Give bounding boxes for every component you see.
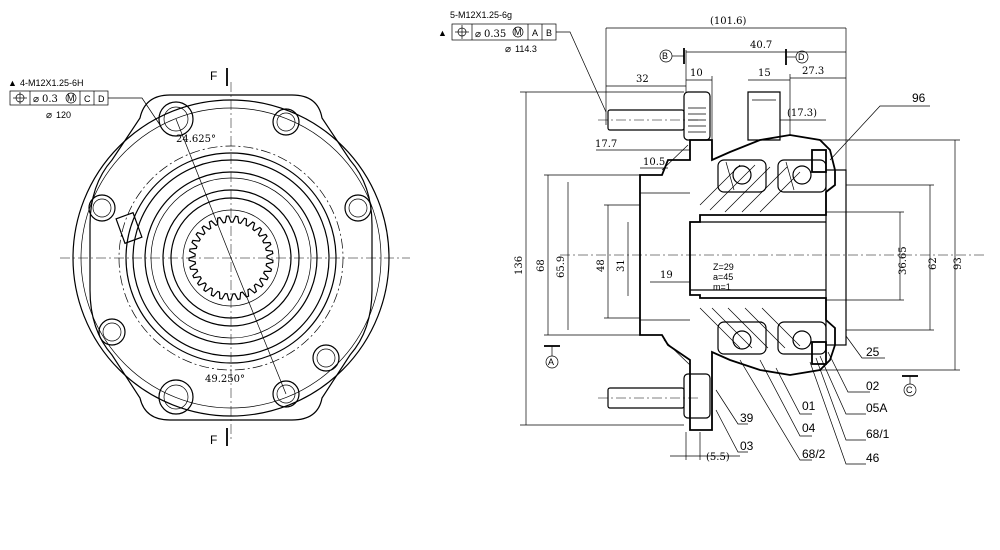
sv-fcf-mod: M	[514, 27, 522, 37]
section-label-bottom: F	[210, 433, 217, 447]
bore-inner-circle	[182, 209, 280, 307]
dim-19: 19	[660, 270, 673, 281]
fv-fcf-datum1: C	[84, 94, 91, 104]
part-05a: 05A	[866, 401, 887, 415]
flange-chamfer-circle	[80, 107, 382, 409]
part-25: 25	[866, 345, 880, 359]
sv-triangle-icon: ▲	[438, 28, 447, 38]
sv-pcd: 114.3	[515, 44, 537, 54]
section-label-top: F	[210, 69, 217, 83]
part-39: 39	[740, 411, 754, 425]
section-view: Z=29 a=45 m=1 (101.6) 40.7 32 10 15 27.3…	[438, 10, 985, 465]
wheel-stud-top	[607, 91, 711, 141]
fv-fcf-tolerance: 0.3	[42, 94, 58, 105]
sv-feature-control-frame: ⌀ 0.35 M A B	[451, 23, 557, 41]
fv-pcd: 120	[56, 110, 71, 120]
dim-5-5: (5.5)	[706, 452, 730, 463]
part-68-2: 68/2	[802, 447, 826, 461]
horizontal-dimensions: (101.6) 40.7 32 10 15 27.3 (17.3) 17.7 1…	[595, 16, 847, 463]
fv-triangle-icon: ▲	[8, 78, 17, 88]
dim-overall: (101.6)	[710, 16, 747, 27]
dia-31: 31	[616, 259, 627, 272]
dia-136: 136	[514, 256, 525, 275]
datum-d: D	[798, 52, 805, 62]
flange-lobes	[89, 94, 373, 421]
flange-section	[639, 134, 836, 431]
dim-10: 10	[690, 68, 703, 79]
seal-bottom	[811, 341, 827, 365]
bolt-holes	[88, 101, 372, 415]
datum-a: A	[548, 357, 554, 367]
datum-markers: B D A C	[544, 48, 918, 397]
part-02: 02	[866, 379, 880, 393]
part-03: 03	[740, 439, 754, 453]
dim-17-3: (17.3)	[787, 108, 817, 119]
part-68-1: 68/1	[866, 427, 890, 441]
spline-z: Z=29	[713, 262, 734, 272]
hub-shoulder-circle	[144, 171, 318, 345]
dim-17-7: 17.7	[595, 139, 617, 150]
part-04: 04	[802, 421, 816, 435]
part-01: 01	[802, 399, 816, 413]
bearing-top	[717, 159, 827, 193]
dia-62: 62	[928, 257, 939, 270]
sv-fcf-datum1: A	[532, 28, 538, 38]
sv-diameter-symbol: ⌀	[475, 29, 481, 40]
fv-diameter-symbol-2: ⌀	[46, 110, 52, 121]
sv-fcf-datum2: B	[546, 28, 552, 38]
hub-outer-circle	[125, 152, 337, 364]
hub-step-circle	[150, 177, 312, 339]
bearing-bottom	[717, 321, 827, 355]
dim-32: 32	[636, 74, 649, 85]
angle-top: 24.625°	[176, 134, 216, 145]
dim-15: 15	[758, 68, 771, 79]
fv-fcf-datum2: D	[98, 94, 105, 104]
seal-top	[811, 149, 827, 173]
dia-65-9: 65.9	[556, 256, 567, 278]
dim-10-5: 10.5	[643, 157, 665, 168]
dia-48: 48	[596, 259, 607, 272]
flange-outer-circle	[72, 99, 390, 417]
dia-68: 68	[536, 259, 547, 272]
sv-fcf-tolerance: 0.35	[484, 29, 506, 40]
fv-feature-control-frame: ⌀ 0.3 M C D	[9, 90, 109, 106]
section-hatching	[661, 144, 801, 366]
fv-diameter-symbol: ⌀	[33, 94, 39, 105]
dia-93: 93	[953, 257, 964, 270]
angle-bottom: 49.250°	[205, 374, 245, 385]
hub-ring-circle	[132, 159, 330, 357]
fv-fcf-mod: M	[67, 93, 75, 103]
front-view: F F 24.625°	[8, 68, 410, 447]
dia-36-65: 36.65	[898, 246, 909, 275]
dim-27-3: 27.3	[802, 66, 824, 77]
diameter-dimensions: 136 68 65.9 48 31 36.65 62 93	[514, 91, 964, 426]
spline-a: a=45	[713, 272, 733, 282]
pcd-circle	[118, 145, 344, 371]
part-leaders	[715, 105, 930, 465]
dim-40-7: 40.7	[750, 40, 772, 51]
spline-teeth	[188, 215, 274, 301]
datum-c: C	[906, 385, 913, 395]
datum-b: B	[662, 51, 668, 61]
sv-diameter-symbol-2: ⌀	[505, 44, 511, 55]
part-46: 46	[866, 451, 880, 465]
part-96: 96	[912, 91, 926, 105]
wheel-stud-bottom	[607, 373, 711, 419]
bore-outer-circle	[162, 189, 300, 327]
sv-thread-callout: 5-M12X1.25-6g	[450, 10, 512, 20]
fv-thread-callout: 4-M12X1.25-6H	[20, 78, 84, 88]
bore-circle	[170, 197, 292, 319]
spline-m: m=1	[713, 282, 731, 292]
seal-ring	[825, 169, 847, 346]
